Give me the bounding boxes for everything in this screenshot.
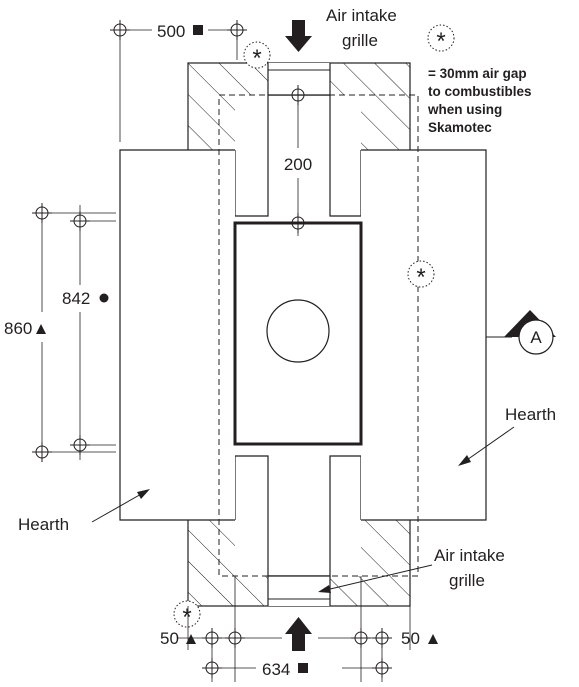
top-grille (267, 63, 331, 96)
dim-50-left: 50 (160, 576, 282, 682)
dim-634-label: 634 (262, 660, 290, 679)
bottom-air-arrow (285, 617, 312, 651)
dim-50-left-label: 50 (160, 629, 179, 648)
dim-50-right: 50 (318, 576, 438, 682)
circle-marker (99, 293, 109, 303)
air-intake-bottom-line1: Air intake (434, 546, 505, 565)
legend-line-2: to combustibles (428, 84, 532, 99)
hearth-left-label: Hearth (18, 515, 69, 534)
asterisk-marker-right: * (407, 260, 435, 291)
legend-line-1: = 30mm air gap (428, 66, 527, 81)
flue-circle (266, 299, 330, 363)
hearth-left-arrow (91, 489, 150, 523)
square-marker (193, 25, 203, 35)
dim-842: 842 (62, 205, 116, 460)
dim-500: 500 (109, 19, 248, 142)
section-marker-a: A (486, 310, 556, 355)
air-intake-bottom-pointer (318, 564, 433, 593)
legend-line-4: Skamotec (428, 120, 492, 135)
svg-text:*: * (416, 264, 425, 291)
hearth-right-label: Hearth (505, 405, 556, 424)
dim-200: 200 (284, 84, 312, 236)
asterisk-marker-legend: * (427, 24, 455, 55)
asterisk-marker-top: * (243, 41, 271, 72)
air-intake-top-line2: grille (342, 31, 378, 50)
dim-842-label: 842 (62, 289, 90, 308)
svg-text:*: * (182, 604, 191, 631)
section-marker-label: A (530, 328, 542, 347)
asterisk-marker-bottom: * (173, 600, 201, 631)
square-marker-bottom (298, 663, 308, 673)
hearth-right-arrow (458, 426, 515, 466)
dim-500-label: 500 (157, 22, 185, 41)
hearth-left (119, 149, 235, 521)
triangle-marker (36, 324, 46, 334)
dim-860: 860 (4, 202, 116, 463)
legend: = 30mm air gap to combustibles when usin… (427, 66, 532, 135)
dim-200-label: 200 (284, 155, 312, 174)
hearth-right (361, 149, 487, 521)
triangle-marker-left (186, 634, 196, 644)
svg-text:*: * (436, 28, 445, 55)
top-air-arrow (285, 20, 312, 52)
air-intake-bottom-line2: grille (449, 571, 485, 590)
dim-50-right-label: 50 (401, 629, 420, 648)
dim-634: 634 (201, 628, 393, 682)
triangle-marker-right (428, 634, 438, 644)
air-intake-top-line1: Air intake (326, 6, 397, 25)
svg-text:*: * (252, 45, 261, 72)
legend-line-3: when using (427, 102, 502, 117)
dim-860-label: 860 (4, 319, 32, 338)
